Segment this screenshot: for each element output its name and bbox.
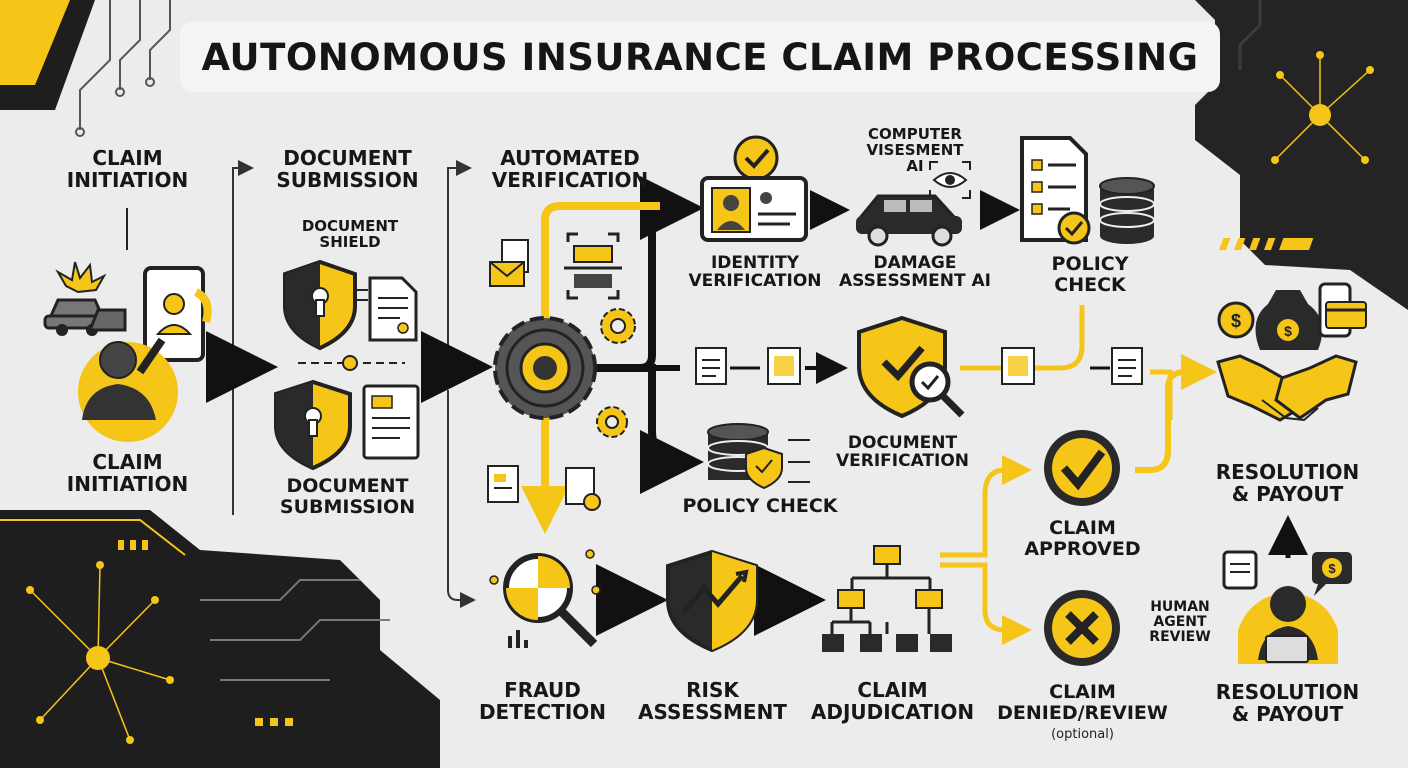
computer-vision-label: COMPUTER VISESMENT AI bbox=[866, 125, 964, 176]
checklist-icon bbox=[1020, 136, 1091, 245]
document-icon bbox=[695, 347, 801, 385]
document-icon bbox=[368, 276, 418, 342]
document-submission-top-label: DOCUMENT SUBMISSION bbox=[276, 146, 419, 192]
claim-initiation-bottom-label: CLAIM INITIATION bbox=[66, 450, 189, 496]
smartphone-icon bbox=[143, 266, 212, 362]
human-agent-review-label: HUMAN AGENT REVIEW bbox=[1149, 599, 1211, 646]
database-icon bbox=[707, 423, 810, 490]
envelope-icon bbox=[489, 239, 529, 287]
damage-assessment-label: DAMAGE ASSESSMENT AI bbox=[839, 253, 991, 292]
risk-assessment-label: RISK ASSESSMENT bbox=[638, 678, 787, 724]
gear-icon bbox=[493, 316, 597, 420]
person-icon bbox=[78, 337, 178, 442]
shield-keyhole-icon bbox=[283, 259, 368, 351]
magnifier-icon bbox=[503, 553, 598, 648]
agent-icon bbox=[1238, 586, 1338, 664]
svg-text:$: $ bbox=[1231, 311, 1241, 331]
gear-icon bbox=[600, 308, 636, 344]
svg-text:$: $ bbox=[1284, 323, 1292, 339]
hierarchy-icon bbox=[822, 545, 952, 652]
denied-icon bbox=[1044, 590, 1120, 666]
id-card-icon bbox=[700, 176, 808, 242]
bar-chart-icon bbox=[489, 549, 601, 648]
automated-verification-label: AUTOMATED VERIFICATION bbox=[491, 146, 649, 192]
document-submission-bottom-label: DOCUMENT SUBMISSION bbox=[279, 475, 416, 518]
diagram-title: AUTONOMOUS INSURANCE CLAIM PROCESSING bbox=[180, 22, 1220, 92]
policy-check-mid-label: POLICY CHECK bbox=[682, 495, 838, 517]
car-icon bbox=[856, 194, 962, 247]
corner-circuit-top-right bbox=[1195, 0, 1408, 310]
policy-check-top-label: POLICY CHECK bbox=[1051, 253, 1129, 296]
resolution-payout-bottom-label: RESOLUTION & PAYOUT bbox=[1215, 680, 1360, 726]
document-icon bbox=[487, 465, 601, 511]
risk-shield-icon bbox=[666, 549, 758, 653]
gear-icon bbox=[596, 406, 628, 438]
document-verification-label: DOCUMENT VERIFICATION bbox=[835, 433, 970, 472]
car-crash-icon bbox=[43, 261, 127, 336]
approved-icon bbox=[1044, 430, 1120, 506]
document-icon bbox=[1001, 347, 1143, 385]
optional-note: (optional) bbox=[1051, 727, 1114, 742]
scanner-icon bbox=[564, 232, 622, 300]
claim-denied-label: CLAIM DENIED/REVIEW bbox=[997, 681, 1168, 724]
flow-connectors bbox=[126, 160, 1308, 645]
money-bag-icon: $ bbox=[1255, 290, 1323, 350]
handshake-icon bbox=[1216, 354, 1358, 422]
claim-adjudication-label: CLAIM ADJUDICATION bbox=[810, 678, 975, 724]
magnifier-icon bbox=[909, 361, 965, 418]
document-icon bbox=[362, 384, 420, 460]
corner-circuit-bottom-left bbox=[0, 510, 440, 768]
checkmark-badge-icon bbox=[733, 135, 779, 181]
identity-verification-label: IDENTITY VERIFICATION bbox=[688, 253, 822, 292]
corner-circuit-top-left bbox=[0, 0, 171, 137]
eye-icon bbox=[929, 161, 971, 199]
credit-card-icon bbox=[1318, 282, 1367, 338]
resolution-payout-top-label: RESOLUTION & PAYOUT bbox=[1215, 460, 1360, 506]
fraud-detection-label: FRAUD DETECTION bbox=[478, 678, 607, 724]
claim-initiation-top-label: CLAIM INITIATION bbox=[66, 146, 189, 192]
claim-approved-label: CLAIM APPROVED bbox=[1024, 517, 1141, 560]
coin-icon: $ bbox=[1217, 301, 1255, 339]
shield-keyhole-icon bbox=[274, 379, 352, 471]
database-icon bbox=[1099, 177, 1155, 244]
svg-text:$: $ bbox=[1328, 561, 1336, 576]
chat-icon: $ bbox=[1222, 550, 1352, 596]
document-shield-label: DOCUMENT SHIELD bbox=[301, 217, 399, 252]
